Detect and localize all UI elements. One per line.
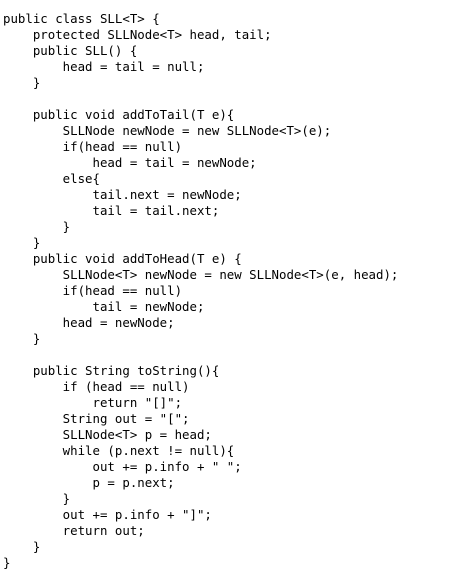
code-line-22 bbox=[3, 347, 471, 363]
code-line-10: head = tail = newNode; bbox=[3, 155, 257, 170]
code-line-16: public void addToHead(T e) { bbox=[3, 251, 242, 266]
code-line-28: while (p.next != null){ bbox=[3, 443, 235, 458]
code-line-4: head = tail = null; bbox=[3, 59, 205, 74]
code-line-24: if (head == null) bbox=[3, 379, 190, 394]
code-line-23: public String toString(){ bbox=[3, 363, 220, 378]
code-line-33: return out; bbox=[3, 523, 145, 538]
code-line-32: out += p.info + "]"; bbox=[3, 507, 212, 522]
code-line-5: } bbox=[3, 75, 41, 90]
code-listing: public class SLL<T> { protected SLLNode<… bbox=[3, 11, 471, 571]
code-line-29: out += p.info + " "; bbox=[3, 459, 242, 474]
code-line-1: public class SLL<T> { bbox=[3, 11, 160, 26]
code-line-30: p = p.next; bbox=[3, 475, 175, 490]
code-line-26: String out = "["; bbox=[3, 411, 190, 426]
code-line-9: if(head == null) bbox=[3, 139, 183, 154]
code-line-12: tail.next = newNode; bbox=[3, 187, 242, 202]
code-line-20: head = newNode; bbox=[3, 315, 175, 330]
code-line-14: } bbox=[3, 219, 71, 234]
code-line-27: SLLNode<T> p = head; bbox=[3, 427, 212, 442]
code-line-8: SLLNode newNode = new SLLNode<T>(e); bbox=[3, 123, 332, 138]
code-line-11: else{ bbox=[3, 171, 100, 186]
code-line-3: public SLL() { bbox=[3, 43, 138, 58]
code-line-35: } bbox=[3, 555, 11, 570]
code-line-25: return "[]"; bbox=[3, 395, 183, 410]
code-line-31: } bbox=[3, 491, 71, 506]
code-line-13: tail = tail.next; bbox=[3, 203, 220, 218]
code-line-7: public void addToTail(T e){ bbox=[3, 107, 235, 122]
code-line-19: tail = newNode; bbox=[3, 299, 205, 314]
code-line-6 bbox=[3, 91, 471, 107]
code-line-34: } bbox=[3, 539, 41, 554]
code-line-18: if(head == null) bbox=[3, 283, 183, 298]
code-line-15: } bbox=[3, 235, 41, 250]
code-line-2: protected SLLNode<T> head, tail; bbox=[3, 27, 272, 42]
code-line-21: } bbox=[3, 331, 41, 346]
code-line-17: SLLNode<T> newNode = new SLLNode<T>(e, h… bbox=[3, 267, 399, 282]
